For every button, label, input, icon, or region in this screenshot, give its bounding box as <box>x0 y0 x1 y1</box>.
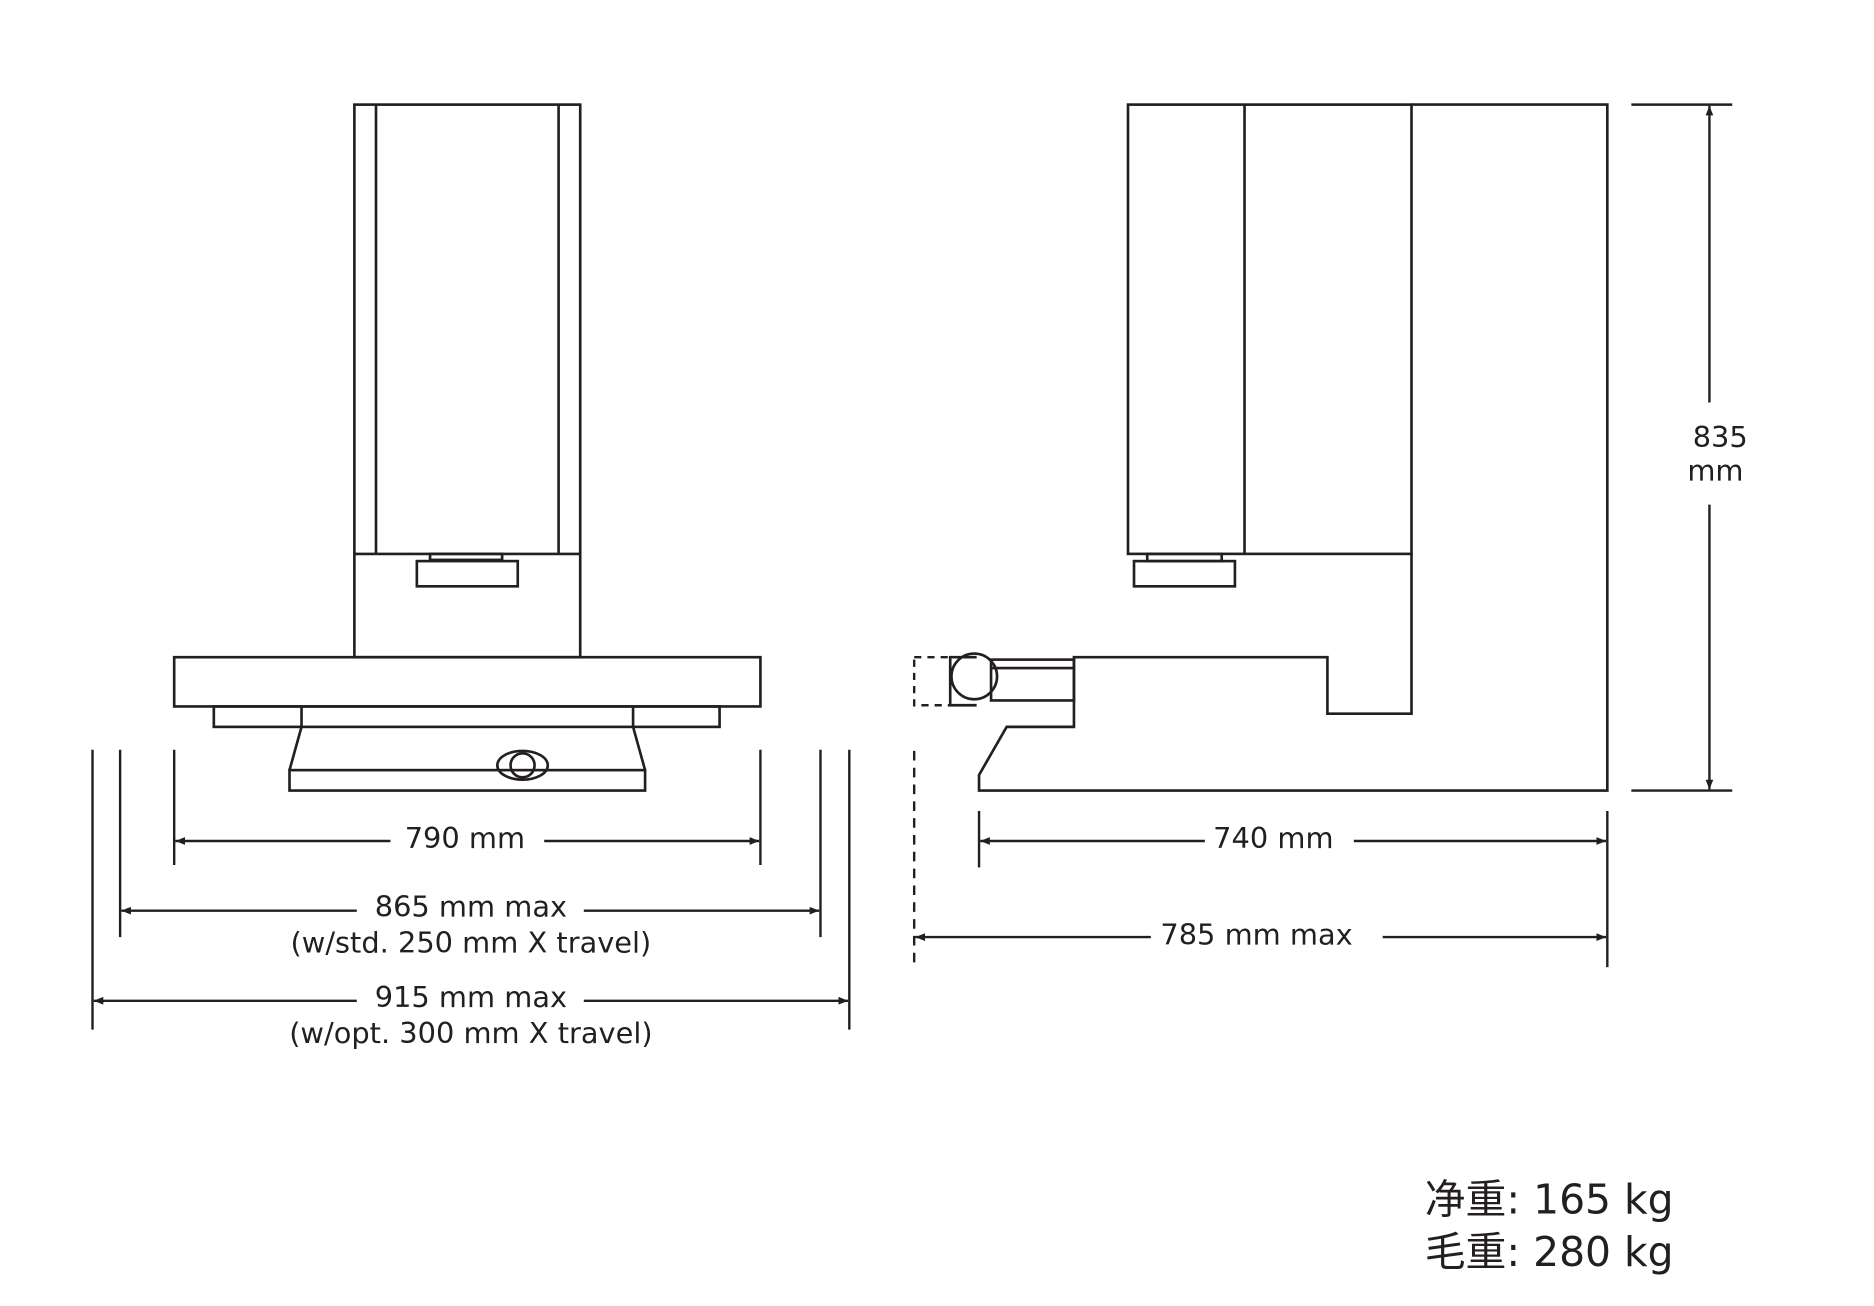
lens-side <box>1132 559 1237 588</box>
knob <box>496 749 550 782</box>
column-housing-side <box>1126 103 1413 556</box>
dim-height-value: 835 <box>1693 420 1748 454</box>
travel-extent <box>912 656 952 707</box>
column-housing <box>353 103 582 659</box>
base <box>288 768 647 792</box>
frame-outline <box>977 103 1609 792</box>
net-weight: 净重: 165 kg <box>1425 1175 1674 1223</box>
lens-mount <box>428 552 504 562</box>
stage-table <box>172 655 762 708</box>
handle-bracket <box>989 658 1076 702</box>
side-view: 835 mm 740 mm 785 mm max <box>912 103 1748 968</box>
dim-width-label: 790 mm <box>405 821 525 855</box>
dim-std-max-label: 865 mm max <box>375 890 567 924</box>
lens <box>415 559 520 588</box>
dim-opt-max-label: 915 mm max <box>375 980 567 1014</box>
dim-height-unit: mm <box>1687 454 1743 488</box>
dim-depth-max-label: 785 mm max <box>1160 917 1352 951</box>
front-view: 790 mm 865 mm max (w/std. 250 mm X trave… <box>91 103 851 1050</box>
dim-opt-note: (w/opt. 300 mm X travel) <box>289 1016 652 1050</box>
dim-std-note: (w/std. 250 mm X travel) <box>291 926 652 960</box>
dim-depth-label: 740 mm <box>1213 821 1333 855</box>
gross-weight: 毛重: 280 kg <box>1425 1228 1674 1276</box>
